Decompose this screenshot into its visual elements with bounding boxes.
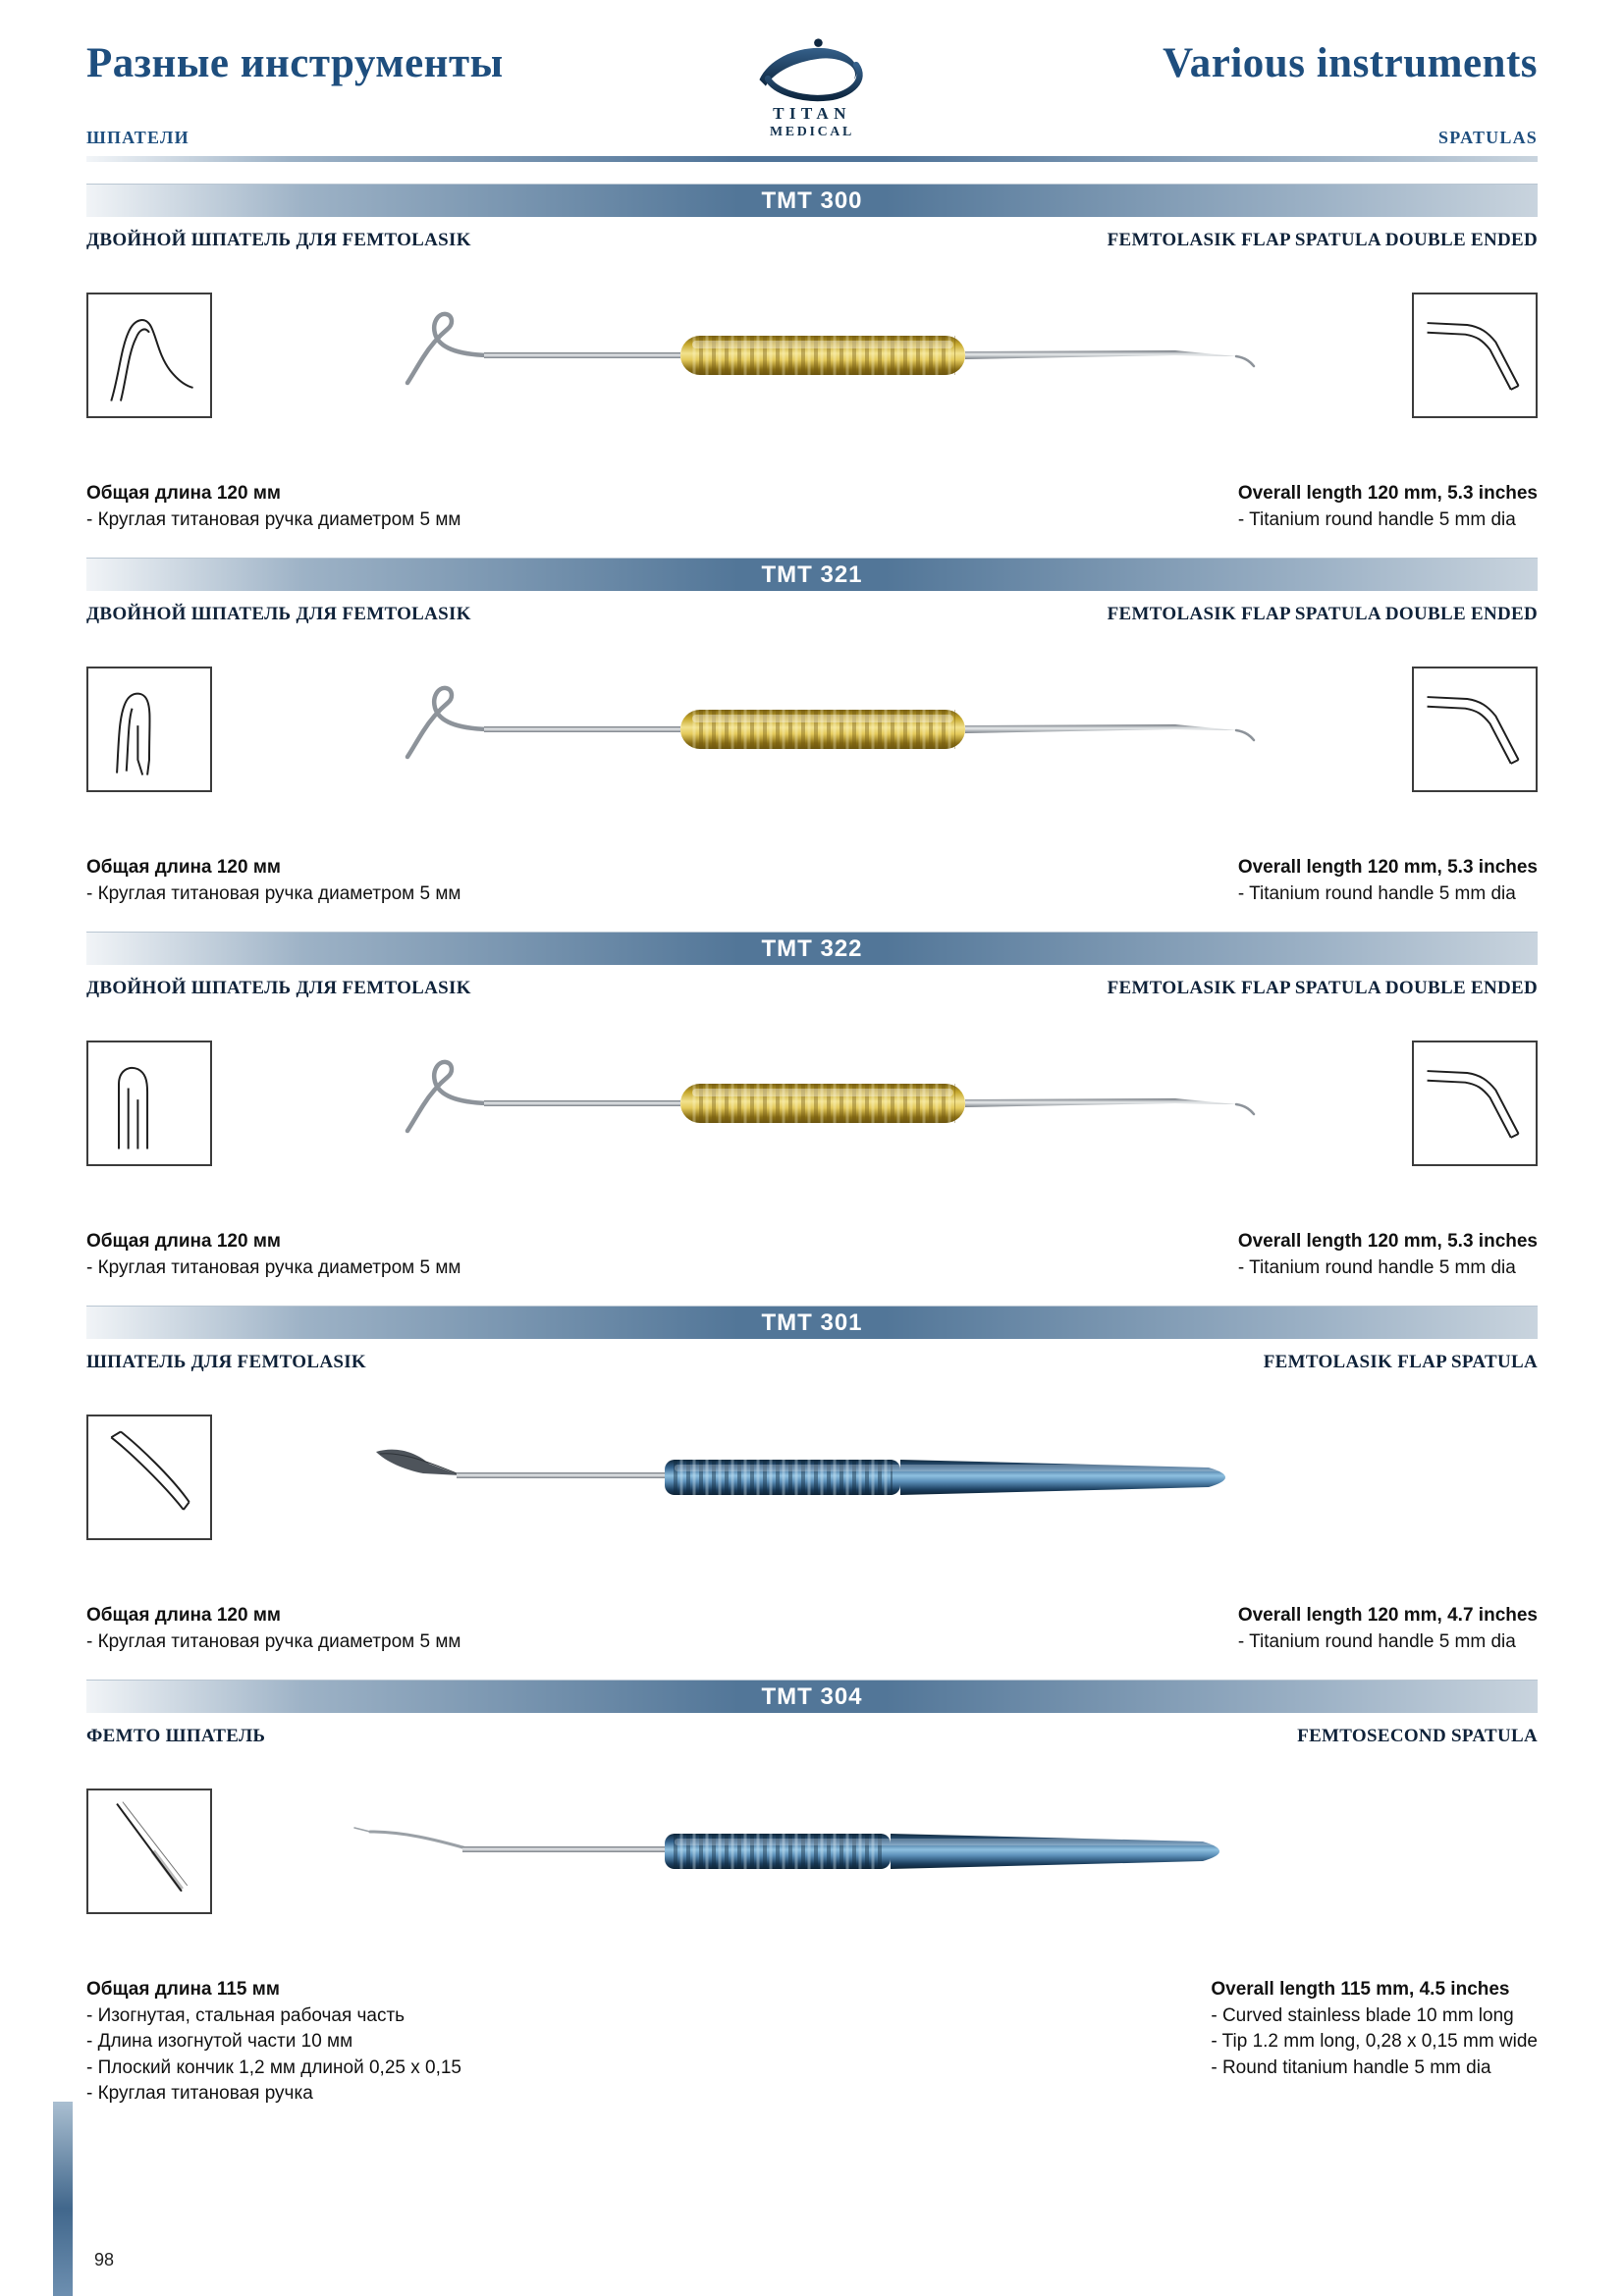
spec-headline-ru: Общая длина 115 мм [86, 1979, 280, 2000]
spec-headline-ru: Общая длина 120 мм [86, 1231, 281, 1252]
product-section-tmt304: TMT 304 ФЕМТО ШПАТЕЛЬ FEMTOSECOND SPATUL… [86, 1680, 1538, 2108]
spec-line-ru: - Круглая титановая ручка диаметром 5 мм [86, 882, 461, 904]
product-code: TMT 322 [761, 934, 863, 962]
tip-detail-thumbnail-right [1412, 293, 1538, 418]
spec-line-en: - Titanium round handle 5 mm dia [1237, 1630, 1516, 1652]
product-name-ru: ДВОЙНОЙ ШПАТЕЛЬ ДЛЯ FEMTOLASIK [86, 978, 471, 998]
spec-headline-en: Overall length 115 mm, 4.5 inches [1211, 1979, 1510, 2000]
spec-headline-ru: Общая длина 120 мм [86, 1605, 281, 1626]
tip-detail-thumbnail-left [86, 1415, 212, 1540]
product-section-tmt300: TMT 300 ДВОЙНОЙ ШПАТЕЛЬ ДЛЯ FEMTOLASIK F… [86, 184, 1538, 536]
brand-name-line1: TITAN [773, 104, 851, 123]
spec-line-en: - Curved stainless blade 10 mm long [1211, 2004, 1514, 2026]
category-row: ШПАТЕЛИ SPATULAS [86, 128, 1538, 148]
instrument-photo [212, 1035, 1412, 1172]
spec-headline-ru: Общая длина 120 мм [86, 483, 281, 504]
spec-line-ru: - Круглая титановая ручка диаметром 5 мм [86, 508, 461, 530]
spec-headline-en: Overall length 120 mm, 5.3 inches [1237, 483, 1538, 504]
spec-line-en: - Titanium round handle 5 mm dia [1237, 882, 1516, 904]
thumbnail-spacer [1412, 1789, 1538, 1914]
page-title-ru: Разные инструменты [86, 40, 504, 86]
spec-headline-en: Overall length 120 mm, 5.3 inches [1237, 1231, 1538, 1252]
product-code-banner: TMT 321 [86, 558, 1538, 591]
tip-detail-thumbnail-right [1412, 667, 1538, 792]
header-divider [86, 156, 1538, 162]
spec-line-en: - Tip 1.2 mm long, 0,28 x 0,15 mm wide [1211, 2031, 1538, 2053]
specs-ru: Общая длина 120 мм - Круглая титановая р… [86, 481, 460, 536]
product-name-en: FEMTOLASIK FLAP SPATULA DOUBLE ENDED [1107, 978, 1538, 998]
spec-headline-en: Overall length 120 mm, 4.7 inches [1237, 1605, 1538, 1626]
spec-line-ru: - Плоский кончик 1,2 мм длиной 0,25 х 0,… [86, 2056, 461, 2078]
product-code: TMT 300 [761, 187, 863, 214]
brand-name-line2: MEDICAL [770, 125, 854, 138]
product-name-en: FEMTOLASIK FLAP SPATULA [1263, 1352, 1538, 1372]
product-code-banner: TMT 322 [86, 932, 1538, 965]
instrument-photo [212, 1783, 1412, 1920]
spec-line-en: - Round titanium handle 5 mm dia [1211, 2056, 1491, 2078]
product-section-tmt322: TMT 322 ДВОЙНОЙ ШПАТЕЛЬ ДЛЯ FEMTOLASIK F… [86, 932, 1538, 1284]
product-code: TMT 301 [761, 1308, 863, 1336]
product-code-banner: TMT 300 [86, 184, 1538, 217]
product-code: TMT 304 [761, 1682, 863, 1710]
product-name-ru: ФЕМТО ШПАТЕЛЬ [86, 1726, 266, 1746]
product-name-ru: ДВОЙНОЙ ШПАТЕЛЬ ДЛЯ FEMTOLASIK [86, 230, 471, 250]
spec-line-ru: - Круглая титановая ручка диаметром 5 мм [86, 1630, 461, 1652]
spec-line-ru: - Круглая титановая ручка диаметром 5 мм [86, 1256, 461, 1278]
product-name-ru: ДВОЙНОЙ ШПАТЕЛЬ ДЛЯ FEMTOLASIK [86, 604, 471, 624]
spec-headline-ru: Общая длина 120 мм [86, 857, 281, 878]
tip-detail-thumbnail-left [86, 293, 212, 418]
spec-line-ru: - Круглая титановая ручка [86, 2083, 313, 2105]
specs-en: Overall length 120 mm, 4.7 inches - Tita… [1238, 1603, 1538, 1658]
specs-ru: Общая длина 120 мм - Круглая титановая р… [86, 855, 460, 910]
spec-headline-en: Overall length 120 mm, 5.3 inches [1237, 857, 1538, 878]
instrument-photo [212, 661, 1412, 798]
tip-detail-thumbnail-left [86, 1041, 212, 1166]
specs-ru: Общая длина 120 мм - Круглая титановая р… [86, 1229, 460, 1284]
product-name-en: FEMTOLASIK FLAP SPATULA DOUBLE ENDED [1107, 604, 1538, 624]
product-code-banner: TMT 301 [86, 1306, 1538, 1339]
thumbnail-spacer [1412, 1415, 1538, 1540]
product-name-en: FEMTOLASIK FLAP SPATULA DOUBLE ENDED [1107, 230, 1538, 250]
spec-line-en: - Titanium round handle 5 mm dia [1237, 508, 1516, 530]
tip-detail-thumbnail-left [86, 667, 212, 792]
spec-line-ru: - Изогнутая, стальная рабочая часть [86, 2004, 406, 2026]
instrument-photo [212, 1409, 1412, 1546]
page-header: Разные инструменты TITAN MEDICAL Various… [86, 33, 1538, 139]
spec-line-en: - Titanium round handle 5 mm dia [1237, 1256, 1516, 1278]
specs-en: Overall length 120 mm, 5.3 inches - Tita… [1238, 481, 1538, 536]
product-code: TMT 321 [761, 561, 863, 588]
instrument-photo [212, 287, 1412, 424]
specs-en: Overall length 115 mm, 4.5 inches - Curv… [1211, 1977, 1538, 2108]
category-en: SPATULAS [1438, 128, 1538, 147]
category-ru: ШПАТЕЛИ [86, 128, 189, 147]
product-name-ru: ШПАТЕЛЬ ДЛЯ FEMTOLASIK [86, 1352, 367, 1372]
specs-en: Overall length 120 mm, 5.3 inches - Tita… [1238, 1229, 1538, 1284]
specs-ru: Общая длина 115 мм - Изогнутая, стальная… [86, 1977, 461, 2108]
spec-line-ru: - Длина изогнутой части 10 мм [86, 2031, 353, 2053]
page-edge-accent-bar [53, 2102, 73, 2296]
tip-detail-thumbnail-right [1412, 1041, 1538, 1166]
page-number: 98 [94, 2250, 115, 2269]
specs-ru: Общая длина 120 мм - Круглая титановая р… [86, 1603, 460, 1658]
tip-detail-thumbnail-left [86, 1789, 212, 1914]
product-section-tmt321: TMT 321 ДВОЙНОЙ ШПАТЕЛЬ ДЛЯ FEMTOLASIK F… [86, 558, 1538, 910]
product-name-en: FEMTOSECOND SPATULA [1297, 1726, 1538, 1746]
product-code-banner: TMT 304 [86, 1680, 1538, 1713]
product-section-tmt301: TMT 301 ШПАТЕЛЬ ДЛЯ FEMTOLASIK FEMTOLASI… [86, 1306, 1538, 1658]
brand-logo-icon: TITAN MEDICAL [738, 33, 886, 139]
specs-en: Overall length 120 mm, 5.3 inches - Tita… [1238, 855, 1538, 910]
page-title-en: Various instruments [1163, 40, 1538, 86]
